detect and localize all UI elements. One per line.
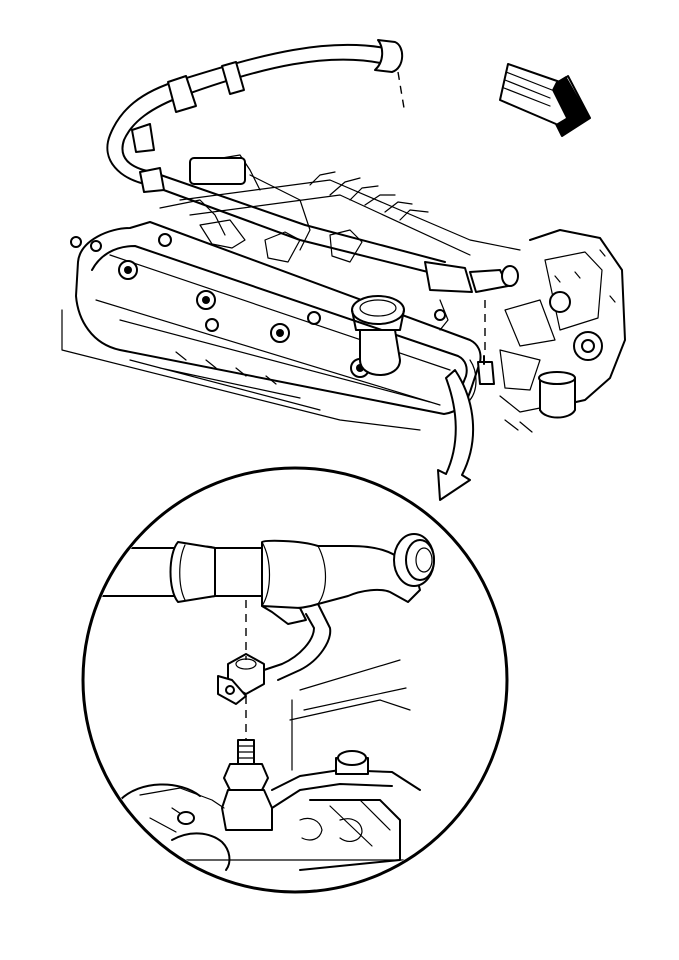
detail-pcv-hose [85, 533, 435, 705]
valve-cover [70, 221, 482, 415]
pcv-hose [106, 39, 446, 276]
engine-block-right [469, 229, 626, 433]
detail-view [81, 466, 509, 894]
detail-engine-surface [119, 659, 441, 871]
detail-stud [221, 739, 273, 831]
engine-overview [61, 39, 626, 501]
oil-fill-cap [351, 295, 405, 376]
curved-callout-arrow-icon [437, 369, 475, 501]
pcv-hose-rear-fitting [424, 261, 519, 385]
front-direction-arrow-icon [499, 63, 591, 137]
